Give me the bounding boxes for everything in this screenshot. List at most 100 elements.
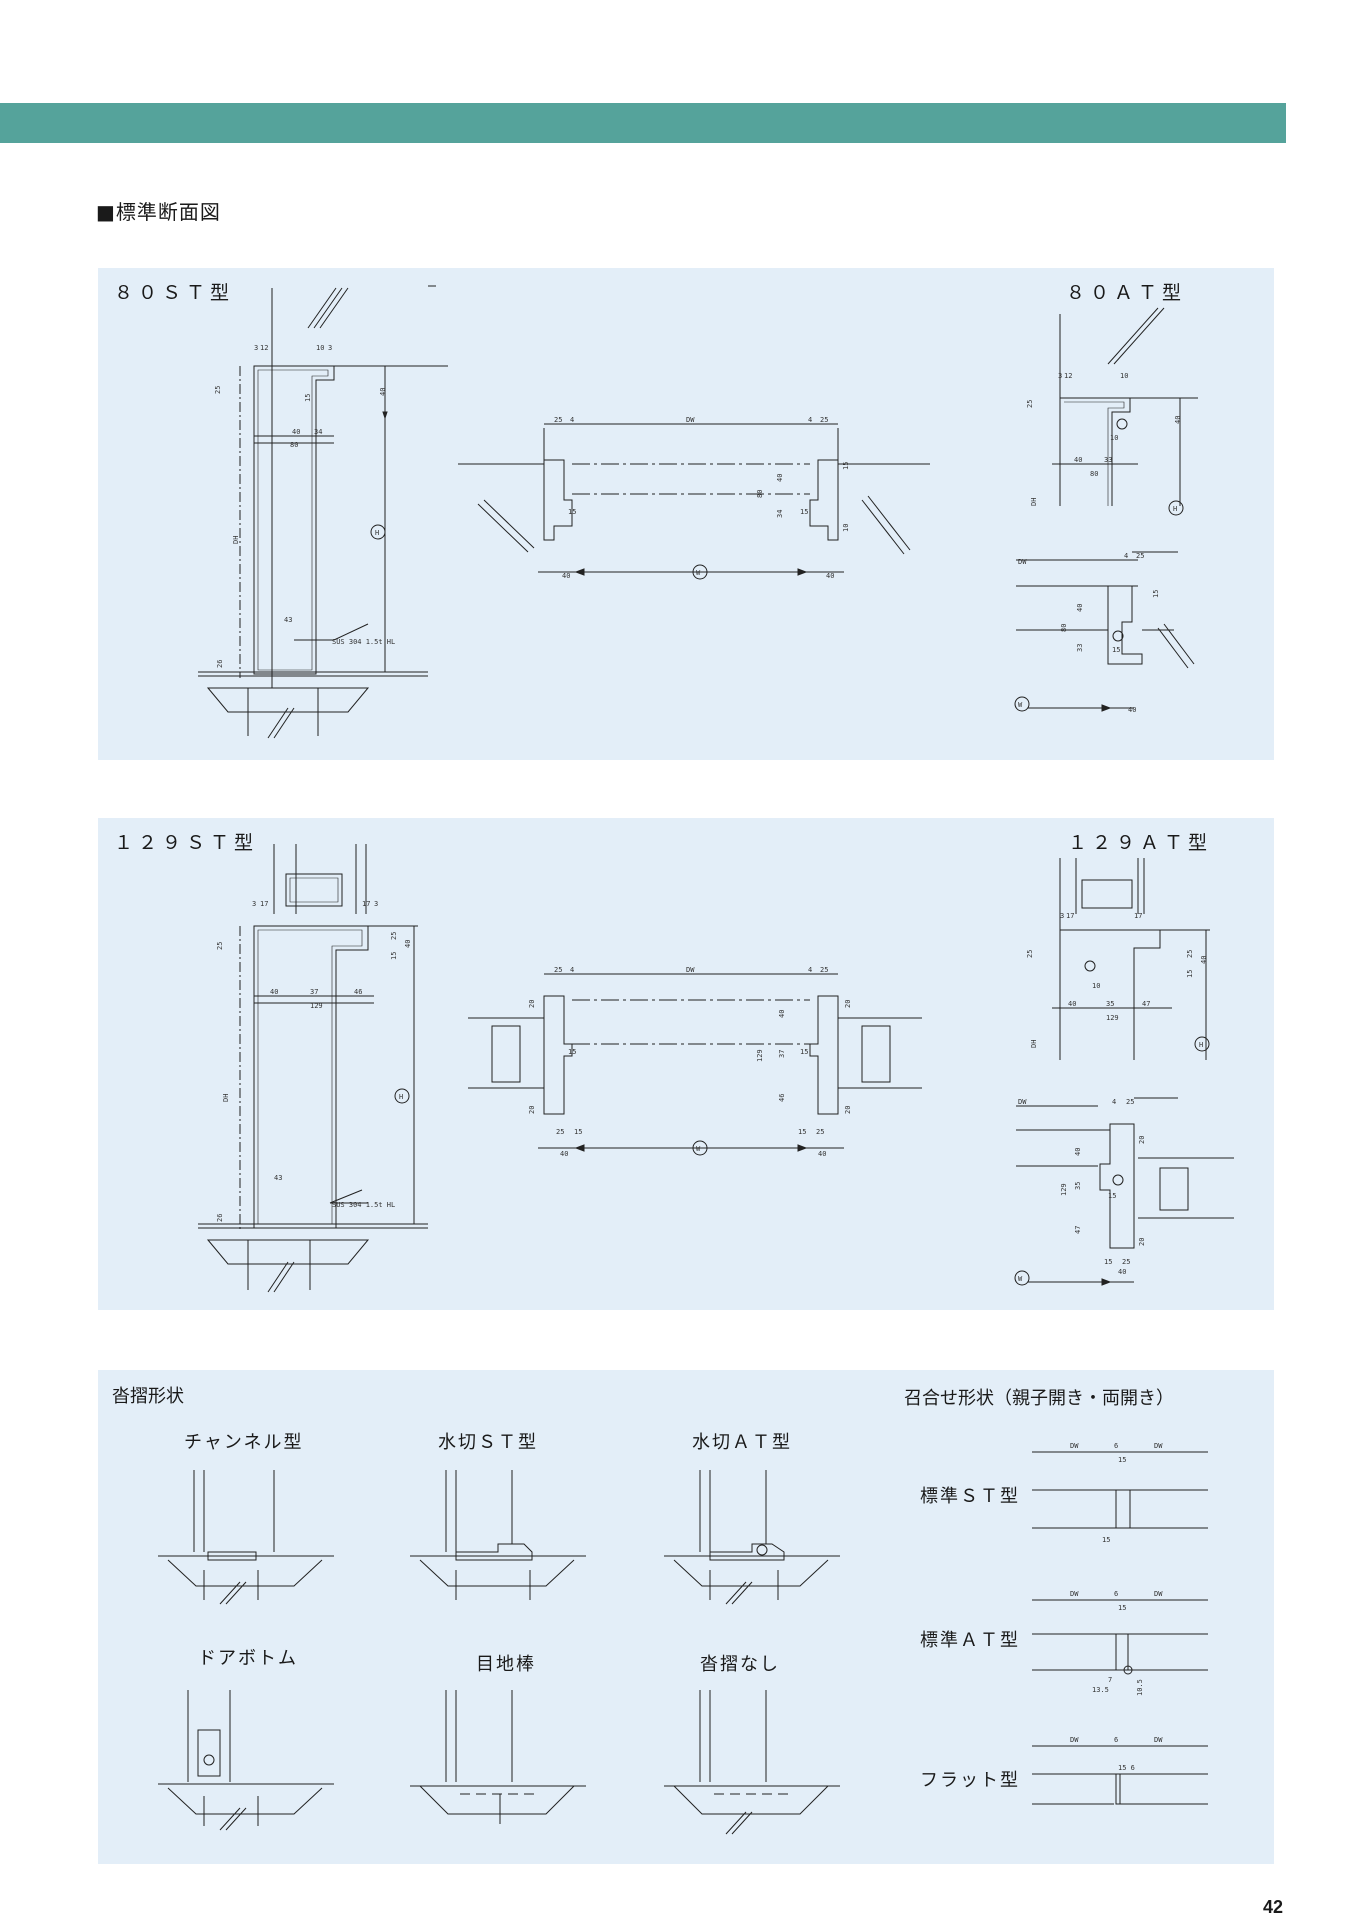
svg-text:DH: DH: [222, 1094, 230, 1102]
svg-text:37: 37: [778, 1050, 786, 1058]
svg-text:15: 15: [1118, 1456, 1126, 1464]
80at-horizontal-section: W DW 4 25 40 40 80 33 15 15: [1014, 551, 1195, 714]
svg-text:25: 25: [554, 416, 562, 424]
svg-text:10: 10: [1092, 982, 1100, 990]
svg-text:25: 25: [216, 942, 224, 950]
80at-vertical-section: H DH 40 33 80 3 12 10 40 25 10: [1026, 307, 1198, 516]
svg-text:129: 129: [310, 1002, 323, 1010]
svg-text:SUS 304 1.5t HL: SUS 304 1.5t HL: [332, 638, 395, 646]
svg-text:6: 6: [1114, 1736, 1118, 1744]
label-door-bottom: ドアボトム: [198, 1648, 298, 1669]
svg-text:25: 25: [214, 386, 222, 394]
svg-text:W: W: [1018, 1275, 1023, 1283]
svg-text:15: 15: [1118, 1604, 1126, 1612]
shape-door-bottom: [158, 1690, 334, 1831]
svg-text:DH: DH: [1030, 498, 1038, 506]
label-channel: チャンネル型: [184, 1432, 304, 1453]
drawing-80: H DH 40 34 80 4 3 SUS 304 1.5t HL 3 12 10…: [198, 285, 1198, 739]
svg-text:40: 40: [1118, 1268, 1126, 1276]
svg-text:H: H: [1199, 1041, 1203, 1049]
svg-text:25: 25: [1126, 1098, 1134, 1106]
title-129st: １２９ＳＴ型: [114, 832, 259, 854]
80st-vertical-section: H DH 40 34 80 43 SUS 304 1.5t HL 3 12 10…: [198, 285, 448, 739]
svg-text:129: 129: [756, 1049, 764, 1062]
svg-text:12: 12: [260, 344, 268, 352]
svg-text:15: 15: [1102, 1536, 1110, 1544]
svg-text:DW: DW: [1070, 1442, 1079, 1450]
svg-text:25: 25: [554, 966, 562, 974]
svg-text:40: 40: [1128, 706, 1136, 714]
svg-text:80: 80: [756, 490, 764, 498]
129st-horizontal-section: W DW 25 4 4 25 25 15 15 25 40 40 40 129 …: [468, 966, 922, 1158]
svg-text:20: 20: [528, 1000, 536, 1008]
svg-text:15: 15: [304, 394, 312, 402]
svg-text:DW: DW: [1070, 1590, 1079, 1598]
svg-text:40: 40: [379, 388, 387, 396]
svg-text:10.5: 10.5: [1136, 1679, 1144, 1696]
svg-text:3: 3: [328, 344, 332, 352]
svg-text:40: 40: [1200, 956, 1208, 964]
svg-text:4: 4: [1124, 552, 1128, 560]
svg-text:15: 15: [1152, 590, 1160, 598]
svg-text:37: 37: [310, 988, 318, 996]
svg-text:15: 15: [800, 1048, 808, 1056]
svg-text:40: 40: [1174, 416, 1182, 424]
129at-horizontal-section: W DW 4 25 40 15 25 40 129 35 47 15 20 20: [1014, 1097, 1234, 1286]
svg-text:DW: DW: [1018, 558, 1027, 566]
shape-mejibou: [410, 1690, 586, 1824]
svg-text:4: 4: [1112, 1098, 1116, 1106]
svg-text:H: H: [375, 529, 379, 537]
svg-text:DW: DW: [1018, 1098, 1027, 1106]
svg-text:10: 10: [842, 524, 850, 532]
svg-text:H: H: [399, 1093, 403, 1101]
svg-text:40: 40: [778, 1010, 786, 1018]
svg-text:25: 25: [1026, 400, 1034, 408]
svg-text:DW: DW: [1154, 1442, 1163, 1450]
svg-text:34: 34: [776, 510, 784, 518]
header-band: [0, 103, 1286, 143]
svg-text:17: 17: [362, 900, 370, 908]
drawing-129: H DH 40 37 46 129 43 SUS 304 1.5t HL 3 1…: [198, 844, 1234, 1293]
svg-text:33: 33: [1076, 644, 1084, 652]
svg-text:17: 17: [1066, 912, 1074, 920]
svg-text:15: 15: [1186, 970, 1194, 978]
panel-129-types: １２９ＳＴ型 １２９ＡＴ型 H DH 40 37 46: [98, 818, 1274, 1310]
svg-text:25: 25: [1026, 950, 1034, 958]
svg-text:12: 12: [1064, 372, 1072, 380]
svg-text:17: 17: [260, 900, 268, 908]
meeting-section-title: 召合せ形状（親子開き・両開き）: [904, 1388, 1174, 1409]
svg-text:15: 15: [568, 508, 576, 516]
label-meeting-flat: フラット型: [920, 1770, 1020, 1791]
svg-text:15: 15: [574, 1128, 582, 1136]
shape-none: [664, 1690, 840, 1835]
label-none: 沓摺なし: [700, 1654, 780, 1675]
svg-text:129: 129: [1106, 1014, 1119, 1022]
svg-text:46: 46: [354, 988, 362, 996]
panel-threshold-shapes: 沓摺形状 召合せ形状（親子開き・両開き） チャンネル型 水切ＳＴ型 水切ＡＴ型 …: [98, 1370, 1274, 1864]
label-meeting-st: 標準ＳＴ型: [920, 1486, 1020, 1507]
svg-text:40: 40: [1074, 456, 1082, 464]
panel-80-types: ８０ＳＴ型 ８０ＡＴ型 H DH 40 34: [98, 268, 1274, 760]
svg-text:W: W: [696, 1145, 701, 1153]
svg-text:15: 15: [1104, 1258, 1112, 1266]
svg-text:40: 40: [1074, 1148, 1082, 1156]
svg-text:10: 10: [316, 344, 324, 352]
label-meeting-at: 標準ＡＴ型: [920, 1630, 1020, 1651]
svg-text:3: 3: [1060, 912, 1064, 920]
drawing-threshold: DW 6 DW 15 15 DW 6 DW 15 7 13.5 10.5 D: [158, 1442, 1208, 1835]
svg-text:26: 26: [216, 660, 224, 668]
svg-text:3: 3: [254, 344, 258, 352]
shape-channel: [158, 1470, 334, 1605]
svg-text:40: 40: [826, 572, 834, 580]
svg-text:15: 15: [390, 952, 398, 960]
svg-text:15: 15: [1108, 1192, 1116, 1200]
svg-text:40: 40: [560, 1150, 568, 1158]
label-mejibou: 目地棒: [476, 1654, 536, 1675]
svg-text:DW: DW: [686, 966, 695, 974]
129at-vertical-section: H DH 40 35 47 129 3 17 17 40 25 15 25 10: [1026, 858, 1210, 1060]
svg-text:40: 40: [404, 940, 412, 948]
svg-text:25: 25: [390, 932, 398, 940]
svg-text:4: 4: [570, 416, 574, 424]
page-number: 42: [1262, 1897, 1283, 1917]
svg-text:DH: DH: [1030, 1040, 1038, 1048]
